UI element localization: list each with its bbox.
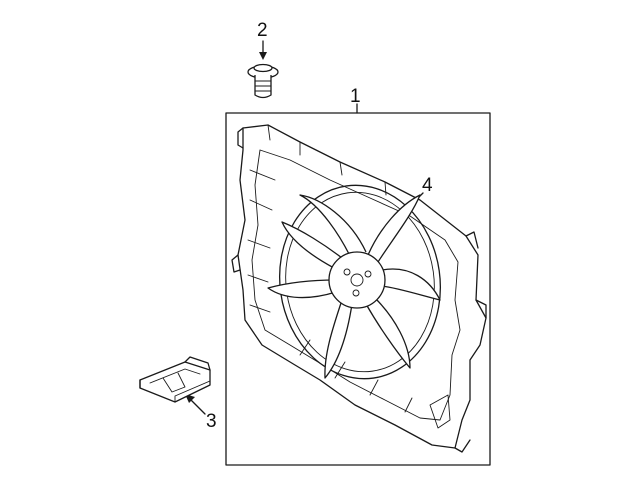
callout-4-label: 4	[422, 175, 433, 196]
callout-1-label: 1	[350, 86, 361, 107]
callout-2-arrowhead	[259, 52, 267, 60]
fan-hub	[328, 251, 386, 309]
callout-2-label: 2	[257, 20, 268, 41]
callout-3-label: 3	[206, 411, 217, 432]
bracket-part	[139, 356, 211, 403]
callout-3-leader	[189, 398, 206, 415]
assembly-frame-box	[225, 112, 491, 466]
fan-blades	[267, 194, 441, 379]
bolt-part	[247, 63, 279, 99]
